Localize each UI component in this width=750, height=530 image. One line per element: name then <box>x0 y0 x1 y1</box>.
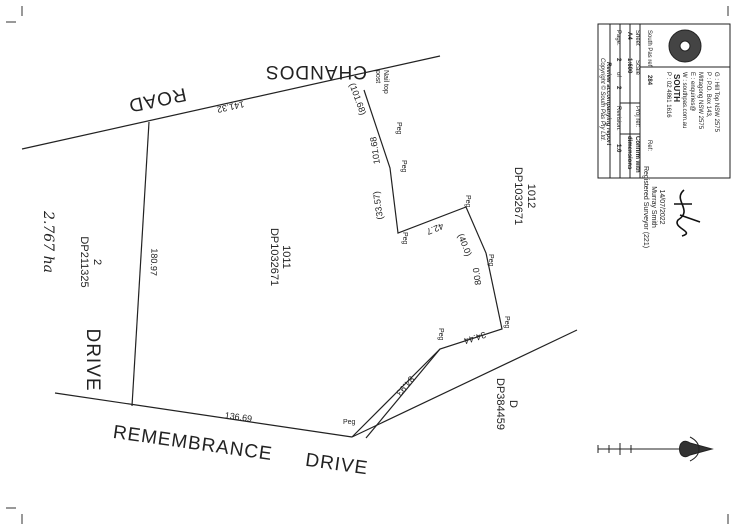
phone: P : 02 4861 1616 <box>665 72 671 118</box>
dim-84-93: 84.93 <box>394 374 416 398</box>
lot-1012-dp: DP1032671 <box>512 167 524 225</box>
revision-label: Revision: <box>615 106 621 131</box>
peg-label: Peg <box>395 122 402 135</box>
dim-42-7: 42.7 <box>425 221 445 237</box>
north-arrow-icon <box>597 436 714 462</box>
remembrance-drive-boundary-2 <box>351 329 578 438</box>
road-label: ROAD <box>126 83 188 116</box>
title-block-text: SOUTH G : Hill Top NSW 2575 P : P.O. Box… <box>599 30 719 173</box>
sheet-label: Sheet <box>634 30 640 46</box>
company-name: SOUTH <box>672 74 681 102</box>
scale-value: 1:600 <box>626 58 632 74</box>
lot-2: 2 <box>91 259 103 265</box>
page-value: 2 <box>615 58 621 62</box>
lot-1011-boundary <box>351 89 503 438</box>
peg-label: Peg <box>464 195 471 208</box>
footer-copyright: Copyright © South Pas Pty Ltd. <box>599 58 606 141</box>
dim-136-69: 136.69 <box>224 410 253 424</box>
lot-1011-dp: DP1032671 <box>268 228 280 286</box>
surveyor-name: Murray Smith <box>650 186 657 228</box>
lot-2-dp: DP211325 <box>78 236 90 287</box>
crop-marks <box>6 6 729 524</box>
email: E : enquiries@ <box>689 72 695 111</box>
proj-label: Proj ref: <box>634 106 640 127</box>
dim-141-32: 141.32 <box>216 99 245 115</box>
lot-d: D <box>507 400 519 408</box>
ref-value: 284 <box>646 75 652 86</box>
footer-review: Review accompanying report <box>605 62 611 146</box>
boundary-lines <box>21 55 578 439</box>
dim-101-68-paren: (101.68) <box>347 82 368 117</box>
proj-value: Confirm with <box>634 136 640 173</box>
dim-101-68: 101.68 <box>368 136 382 165</box>
remembrance-drive-label: DRIVE <box>304 450 369 480</box>
address-line-2: P : P.O. Box 143, <box>705 72 711 118</box>
lot-1011-boundary-inner <box>365 348 441 439</box>
remembrance-drive-boundary <box>54 392 353 438</box>
lot-area: 2.767 ha <box>40 210 56 273</box>
lot-1012: 1012 <box>525 184 537 208</box>
ref-label: South Pas ref: <box>646 30 652 68</box>
signature <box>674 189 701 237</box>
dim-180-97: 180.97 <box>149 248 160 276</box>
chandos-road-boundary <box>21 55 441 150</box>
dim-33-57: (33.57) <box>371 191 385 221</box>
ref-right: Ref: <box>646 140 652 151</box>
surveyor-signature: 14/07/2022 Murray Smith Registered Surve… <box>642 166 701 248</box>
nail-top-label: Nail top <box>382 70 389 94</box>
sheet-value: A4 <box>626 32 632 40</box>
scale-label: Scale <box>634 60 640 76</box>
peg-label: Peg <box>503 316 510 329</box>
west-drive-label: DRIVE <box>82 328 103 391</box>
peg-markers: Nail top post Peg Peg Peg Peg Peg Peg Pe… <box>343 70 510 426</box>
page-label: Page: <box>615 30 621 46</box>
peg-label: Peg <box>400 160 407 173</box>
revision-value: 1.0 <box>615 144 621 153</box>
dim-80-0: 80.0 <box>471 267 483 286</box>
dim-40-0: (40.0) <box>456 232 474 258</box>
peg-label: Peg <box>343 419 356 426</box>
peg-label: Peg <box>487 254 494 267</box>
chandos-label: CHANDOS <box>265 61 367 82</box>
lot-d-dp: DP384459 <box>494 378 506 430</box>
west-boundary <box>131 121 150 407</box>
website: W : southpas.com.au <box>681 72 687 128</box>
peg-label: Peg <box>401 232 408 245</box>
title-block <box>597 23 731 179</box>
remembrance-label: REMEMBRANCE <box>112 422 274 465</box>
nail-post-label: post <box>374 70 381 83</box>
page-total: 2 <box>615 86 621 90</box>
address-line-3: Mittagong NSW 2575 <box>697 72 703 130</box>
surveyor-date: 14/07/2022 <box>658 189 665 224</box>
page-of: of <box>615 72 621 77</box>
dim-34-44: 34.44 <box>463 330 488 346</box>
peg-label: Peg <box>437 328 444 341</box>
address-line-1: G : Hill Top NSW 2575 <box>713 72 719 133</box>
proj-value-2: dimensions <box>626 136 632 170</box>
surveyor-title: Registered Surveyor (221) <box>642 166 649 248</box>
lot-1011: 1011 <box>280 245 292 269</box>
lot-labels: 1011 DP1032671 1012 DP1032671 2 DP211325… <box>40 167 537 430</box>
